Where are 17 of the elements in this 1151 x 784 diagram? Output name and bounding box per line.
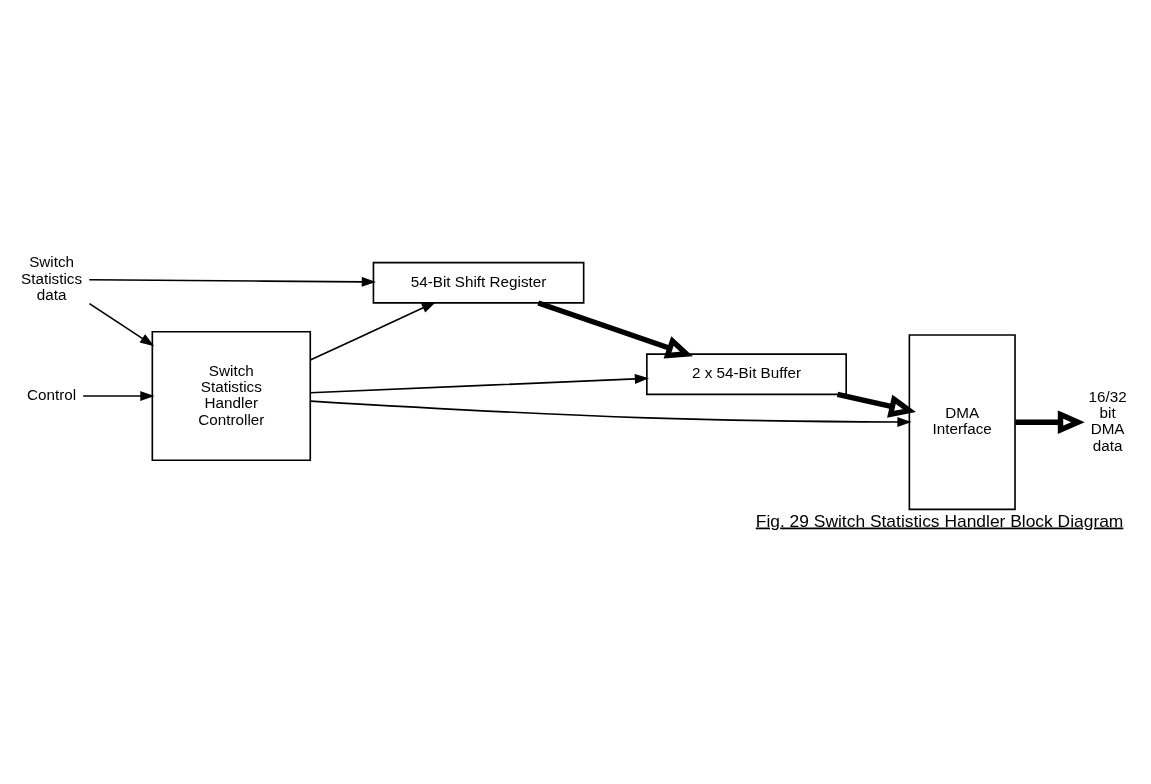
node-box: DMA Interface xyxy=(908,333,1016,510)
caption: Fig. 29 Switch Statistics Handler Block Diagram xyxy=(755,510,1124,531)
arrow xyxy=(309,301,436,361)
arrow xyxy=(88,302,155,346)
node-text: 16/32 bit DMA data xyxy=(1088,387,1127,454)
arrow xyxy=(82,390,155,401)
node-box: Switch Statistics Handler Controller xyxy=(151,330,312,461)
arrow xyxy=(836,391,916,418)
node-text: Switch Statistics data xyxy=(21,252,83,303)
node-box: 2 x 54-Bit Buffer xyxy=(646,352,847,395)
node-box: 54-Bit Shift Register xyxy=(372,261,585,304)
arrow xyxy=(537,299,693,359)
arrow xyxy=(309,399,912,427)
node-text: Control xyxy=(27,385,77,403)
arrow xyxy=(309,373,649,394)
arrow xyxy=(1015,409,1085,434)
arrow xyxy=(88,276,376,287)
